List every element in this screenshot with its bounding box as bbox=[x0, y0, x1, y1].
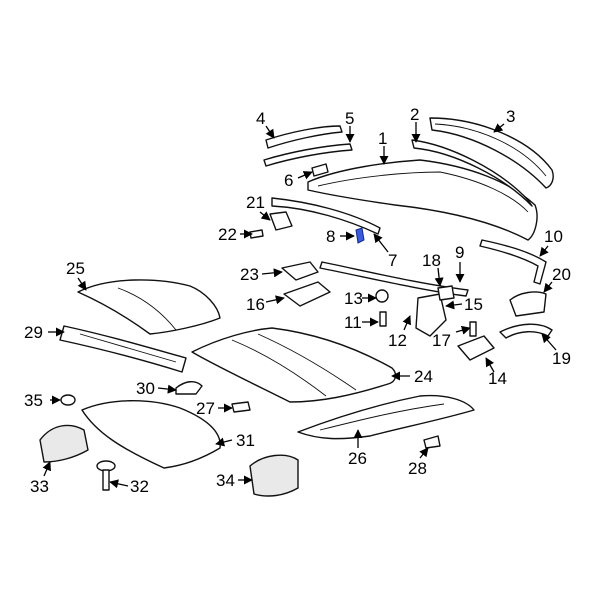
clip-6 bbox=[311, 163, 329, 177]
clip-28 bbox=[423, 435, 441, 449]
callout-24: 24 bbox=[414, 367, 433, 386]
callout-15: 15 bbox=[464, 295, 483, 314]
front-weatherstrip-upper bbox=[265, 125, 343, 149]
callout-29: 29 bbox=[24, 323, 43, 342]
callout-26: 26 bbox=[348, 449, 367, 468]
grille-33 bbox=[39, 424, 89, 463]
cover-20 bbox=[509, 291, 547, 317]
callout-35: 35 bbox=[24, 391, 43, 410]
callout-27: 27 bbox=[196, 399, 215, 418]
callout-6: 6 bbox=[284, 171, 293, 190]
callout-17: 17 bbox=[432, 331, 451, 350]
front-bracket-21 bbox=[269, 211, 293, 231]
latch-15 bbox=[415, 293, 447, 337]
callout-21: 21 bbox=[246, 193, 265, 212]
trim-strip-29 bbox=[59, 325, 187, 373]
side-weatherstrip-9 bbox=[319, 261, 469, 297]
highlighted-clip-8 bbox=[355, 227, 365, 244]
headliner-24 bbox=[191, 327, 397, 403]
speaker-34 bbox=[249, 454, 299, 497]
cap-35 bbox=[60, 394, 76, 406]
callout-33: 33 bbox=[30, 477, 49, 496]
callout-25: 25 bbox=[66, 259, 85, 278]
handle-30 bbox=[175, 381, 203, 395]
callout-9: 9 bbox=[455, 243, 464, 262]
callout-14: 14 bbox=[488, 369, 507, 388]
callout-32: 32 bbox=[130, 477, 149, 496]
hinge-16 bbox=[283, 281, 331, 307]
callout-10: 10 bbox=[544, 227, 563, 246]
callout-20: 20 bbox=[552, 265, 571, 284]
callout-13: 13 bbox=[344, 289, 363, 308]
rear-panel-25 bbox=[77, 279, 221, 335]
callout-2: 2 bbox=[410, 105, 419, 124]
callout-4: 4 bbox=[256, 109, 265, 128]
callout-19: 19 bbox=[552, 349, 571, 368]
callout-5: 5 bbox=[345, 109, 354, 128]
callout-8: 8 bbox=[326, 227, 335, 246]
callout-1: 1 bbox=[378, 129, 387, 148]
callout-labels: 1 2 3 4 5 6 7 8 9 10 11 12 13 14 15 16 1… bbox=[24, 105, 571, 496]
screw-17 bbox=[469, 321, 477, 337]
callout-12: 12 bbox=[388, 331, 407, 350]
bracket-23 bbox=[281, 261, 319, 281]
front-weatherstrip-lower bbox=[263, 143, 353, 167]
rear-weatherstrip-10 bbox=[479, 239, 547, 285]
callout-3: 3 bbox=[506, 107, 515, 126]
callout-30: 30 bbox=[136, 379, 155, 398]
rear-roof-weatherstrip bbox=[411, 139, 533, 207]
callout-34: 34 bbox=[216, 471, 235, 490]
liner-26 bbox=[297, 394, 475, 440]
callout-23: 23 bbox=[240, 265, 259, 284]
clip-18 bbox=[437, 285, 455, 301]
bushing-13 bbox=[375, 289, 389, 303]
bracket-14 bbox=[457, 335, 495, 361]
callout-28: 28 bbox=[408, 459, 427, 478]
callout-18: 18 bbox=[422, 251, 441, 270]
callout-16: 16 bbox=[246, 295, 265, 314]
clip-27 bbox=[231, 401, 251, 413]
roof-panel bbox=[307, 159, 538, 241]
leader-lines bbox=[42, 122, 557, 489]
callout-7: 7 bbox=[388, 251, 397, 270]
callout-31: 31 bbox=[236, 431, 255, 450]
callout-11: 11 bbox=[344, 313, 362, 332]
knob-32 bbox=[96, 460, 116, 491]
tonneau-31 bbox=[81, 400, 221, 469]
bolt-11 bbox=[379, 311, 387, 327]
callout-22: 22 bbox=[218, 225, 237, 244]
